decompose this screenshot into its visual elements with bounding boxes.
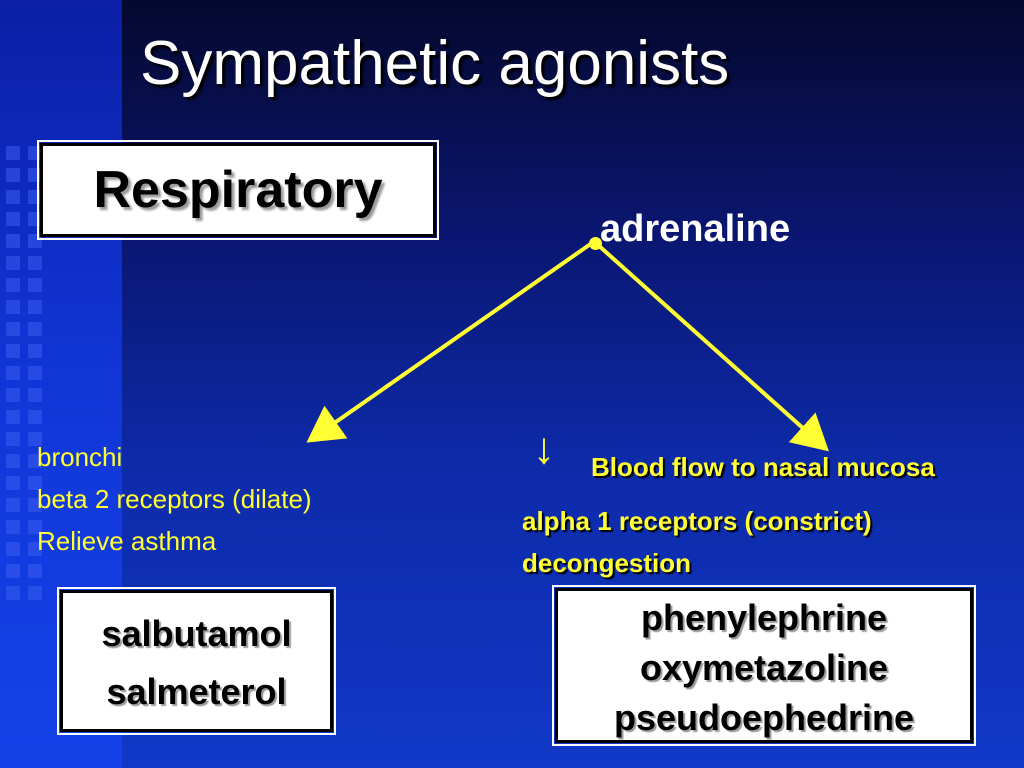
right-drug-1: phenylephrine <box>640 597 888 638</box>
topic-box: Respiratory <box>37 140 439 240</box>
left-line-2: beta 2 receptors (dilate) <box>37 484 312 514</box>
topic-label: Respiratory <box>93 161 383 219</box>
left-drug-box: salbutamol salmeterol <box>57 587 336 735</box>
root-drug-label: adrenaline <box>600 208 791 250</box>
right-drug-box: phenylephrine oxymetazoline pseudoephedr… <box>552 585 976 746</box>
left-line-3: Relieve asthma <box>37 526 217 556</box>
left-branch-text: bronchi beta 2 receptors (dilate) Reliev… <box>37 436 312 562</box>
right-drug-3: pseudoephedrine <box>613 697 915 738</box>
left-line-1: bronchi <box>37 442 123 472</box>
right-branch-text: alpha 1 receptors (constrict) decongesti… <box>522 500 872 584</box>
right-effect-label: Blood flow to nasal mucosa <box>591 452 935 482</box>
slide-title: Sympathetic agonists <box>140 29 730 98</box>
left-branch-arrow <box>306 241 594 443</box>
left-drug-1: salbutamol <box>101 613 292 654</box>
right-branch-arrow <box>596 243 829 452</box>
decor-squares <box>6 146 42 600</box>
right-line-1: alpha 1 receptors (constrict) <box>522 506 872 536</box>
right-line-2: decongestion <box>522 548 692 578</box>
right-drug-2: oxymetazoline <box>639 647 889 688</box>
left-drug-2: salmeterol <box>106 671 287 712</box>
down-arrow-icon: ↓ <box>533 424 555 473</box>
